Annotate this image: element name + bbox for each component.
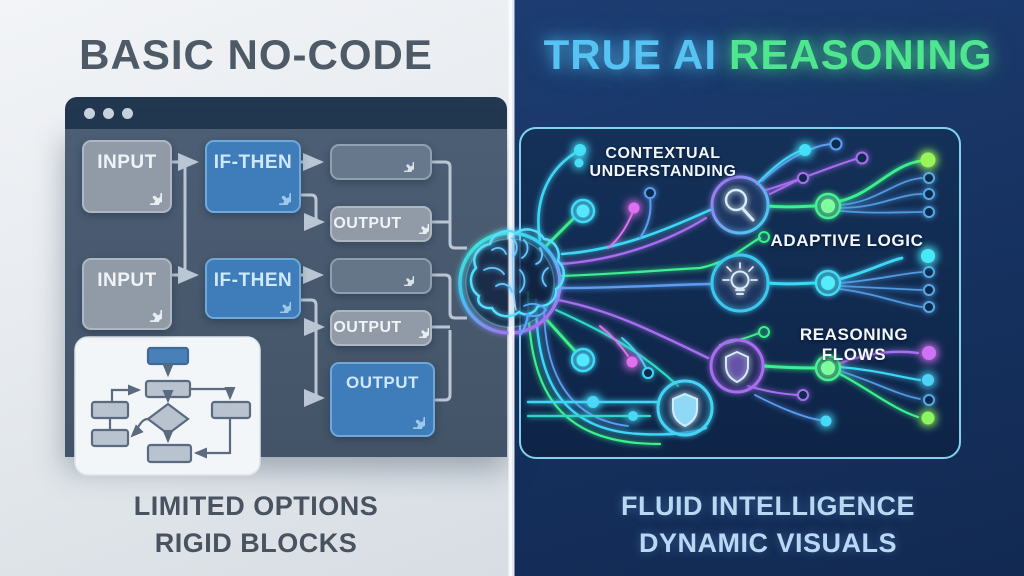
block-empty-2: [330, 258, 432, 294]
gear-icon: [267, 181, 291, 205]
flow-connectors: [172, 153, 467, 407]
shield-icon: [709, 338, 765, 394]
left-caption-line1: LIMITED OPTIONS: [133, 491, 379, 521]
gear-icon: [138, 298, 162, 322]
block-ifthen-2: IF-THEN: [205, 258, 301, 319]
neural-flow-lines: [526, 137, 935, 446]
label-line: UNDERSTANDING: [589, 163, 737, 180]
left-title: BASIC NO-CODE: [79, 31, 433, 78]
block-label: IF-THEN: [213, 152, 293, 173]
block-output-1: OUTPUT: [330, 206, 432, 242]
label-adaptive-logic: ADAPTIVE LOGIC: [770, 231, 924, 250]
block-label: OUTPUT: [333, 215, 402, 232]
right-title-part2: REASONING: [729, 31, 993, 78]
right-title-part1: TRUE AI: [543, 31, 718, 78]
block-ifthen-1: IF-THEN: [205, 140, 301, 213]
block-label: IF-THEN: [213, 270, 293, 291]
right-caption: FLUID INTELLIGENCE DYNAMIC VISUALS: [512, 488, 1024, 562]
left-caption: LIMITED OPTIONS RIGID BLOCKS: [0, 488, 512, 562]
gear-icon: [401, 405, 425, 429]
shield-filled-icon: [656, 379, 714, 437]
block-label: OUTPUT: [346, 373, 419, 392]
block-output-2: OUTPUT: [330, 310, 432, 346]
label-line: CONTEXTUAL: [605, 145, 721, 162]
gear-icon: [394, 266, 414, 286]
right-caption-line1: FLUID INTELLIGENCE: [621, 491, 915, 521]
left-caption-line2: RIGID BLOCKS: [154, 528, 358, 558]
block-label: INPUT: [97, 152, 157, 173]
window-titlebar: [65, 97, 507, 129]
flowchart-card: [74, 336, 261, 476]
divider-line: [508, 0, 515, 576]
block-empty-1: [330, 144, 432, 180]
gear-icon: [269, 291, 291, 313]
block-label: INPUT: [97, 270, 157, 291]
gear-icon: [138, 181, 162, 205]
brain-outline: [469, 228, 565, 336]
gear-icon: [409, 214, 429, 234]
right-caption-line2: DYNAMIC VISUALS: [638, 528, 897, 558]
window-dot-1: [84, 108, 95, 119]
label-contextual-understanding: CONTEXTUAL UNDERSTANDING: [577, 145, 749, 181]
lightbulb-icon: [710, 253, 770, 313]
window-dot-2: [103, 108, 114, 119]
block-label: OUTPUT: [333, 319, 402, 336]
label-reasoning-flows: REASONING FLOWS: [799, 325, 909, 364]
window-dot-3: [122, 108, 133, 119]
gear-icon: [409, 318, 429, 338]
block-input-2: INPUT: [82, 258, 172, 330]
glow-nodes: [574, 144, 936, 427]
block-output-3: OUTPUT: [330, 362, 435, 437]
gear-icon: [394, 152, 414, 172]
magnifier-icon: [710, 175, 770, 235]
block-input-1: INPUT: [82, 140, 172, 213]
